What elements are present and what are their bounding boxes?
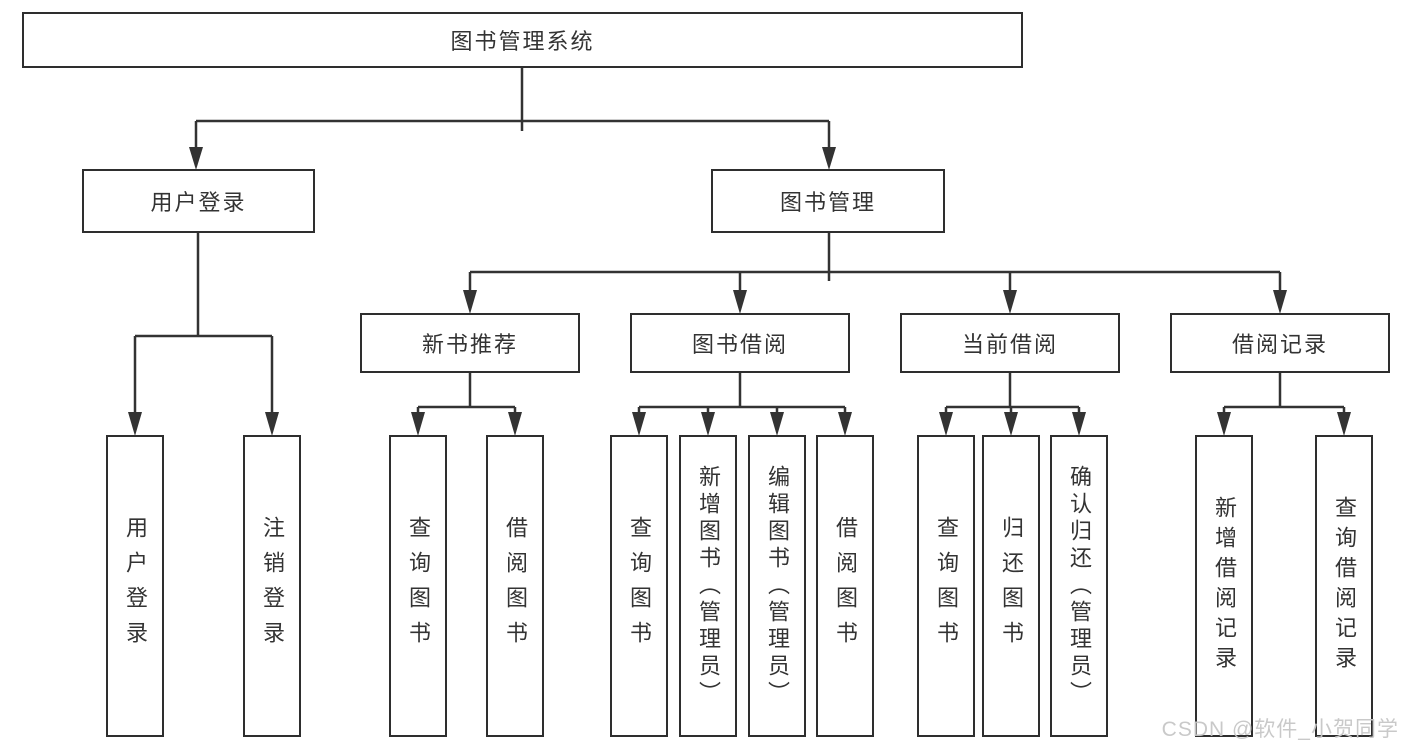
node-borrow-records: 借阅记录 [1170,313,1390,373]
node-label: 新书推荐 [421,332,518,357]
node-label: 用户登录 [123,516,148,656]
node-label: 编辑图书（管理员） [765,464,790,708]
node-root: 图书管理系统 [22,12,1023,68]
node-new-book-recommend: 新书推荐 [360,313,580,373]
node-label: 图书借阅 [691,332,788,357]
leaf-user-login: 用户登录 [106,435,164,737]
node-book-borrow: 图书借阅 [630,313,850,373]
node-label: 确认归还（管理员） [1067,464,1092,708]
node-label: 新增借阅记录 [1212,496,1237,676]
leaf-query-books-current: 查询图书 [917,435,975,737]
leaf-borrow-books: 借阅图书 [816,435,874,737]
leaf-query-books-borrow: 查询图书 [610,435,668,737]
leaf-return-books: 归还图书 [982,435,1040,737]
node-label: 注销登录 [260,516,285,656]
connector-new-book [411,373,522,436]
leaf-edit-book-admin: 编辑图书（管理员） [748,435,806,737]
connector-records [1217,373,1351,436]
node-label: 借阅图书 [833,516,858,656]
node-label: 当前借阅 [961,332,1058,357]
leaf-add-book-admin: 新增图书（管理员） [679,435,737,737]
node-label: 图书管理系统 [450,29,595,54]
leaf-query-borrow-record: 查询借阅记录 [1315,435,1373,737]
node-current-borrow: 当前借阅 [900,313,1120,373]
node-label: 查询借阅记录 [1332,496,1357,676]
node-label: 查询图书 [406,516,431,656]
connector-user-login [128,233,279,436]
node-label: 查询图书 [934,516,959,656]
node-label: 借阅记录 [1231,332,1328,357]
leaf-add-borrow-record: 新增借阅记录 [1195,435,1253,737]
node-book-mgmt: 图书管理 [711,169,945,233]
connector-root [189,68,836,170]
node-label: 新增图书（管理员） [696,464,721,708]
node-label: 查询图书 [627,516,652,656]
node-user-login: 用户登录 [82,169,315,233]
leaf-query-books-recommend: 查询图书 [389,435,447,737]
node-label: 借阅图书 [503,516,528,656]
connector-current [939,373,1086,436]
connector-book-mgmt [463,233,1287,314]
node-label: 图书管理 [779,190,876,215]
connector-borrow [632,373,852,436]
leaf-confirm-return-admin: 确认归还（管理员） [1050,435,1108,737]
node-label: 用户登录 [150,190,247,215]
watermark: CSDN @软件_小贺同学 [1161,718,1399,741]
node-label: 归还图书 [999,516,1024,656]
leaf-logout: 注销登录 [243,435,301,737]
leaf-borrow-books-recommend: 借阅图书 [486,435,544,737]
